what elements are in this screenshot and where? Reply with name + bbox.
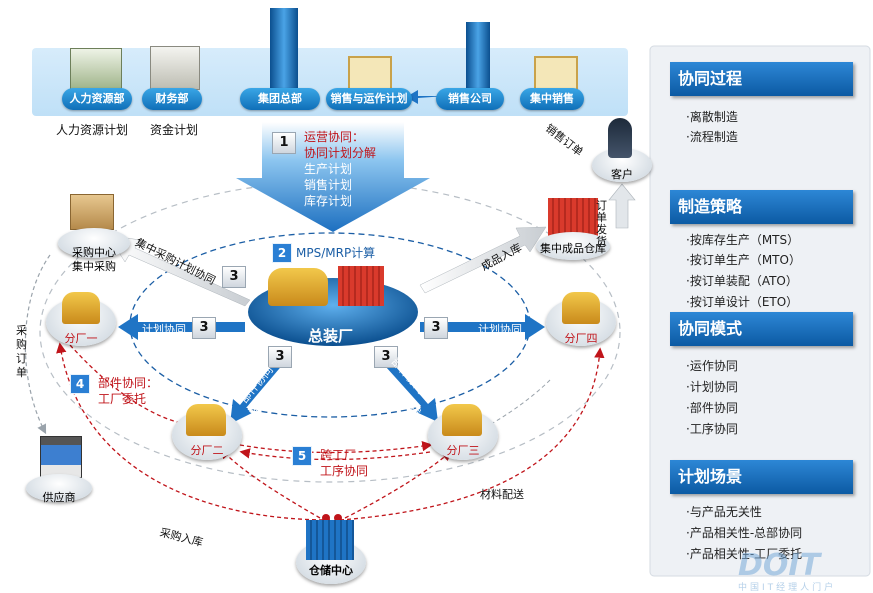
sales-company-pill: 销售公司 <box>436 88 504 110</box>
parts-collab-line2: 工厂委托 <box>98 392 147 406</box>
right-panel-bg <box>649 45 871 577</box>
storage-container-icon <box>306 520 354 560</box>
finance-dept-pill: 财务部 <box>142 88 202 110</box>
supplier-label: 供应商 <box>42 491 76 504</box>
ops-collab-line2: 协同计划分解 <box>304 146 377 160</box>
panel-item: ·流程制造 <box>686 130 738 144</box>
doit-watermark-logo: DOIT <box>738 548 821 583</box>
material-delivery-label: 材料配送 <box>480 488 524 501</box>
container-icon <box>338 266 384 306</box>
panel-heading-scenario: 计划场景 <box>670 460 853 494</box>
purchase-order-path <box>24 254 51 435</box>
parts-arrow-left <box>230 352 290 424</box>
central-sales-pill: 集中销售 <box>520 88 584 110</box>
panel-item: ·部件协同 <box>686 401 738 415</box>
order-delivery-arrow <box>608 183 636 229</box>
purchase-center-node <box>58 228 130 258</box>
fund-plan-label: 资金计划 <box>150 123 199 137</box>
hr-dept-pill: 人力资源部 <box>62 88 132 110</box>
production-plan-label: 生产计划 <box>304 162 353 176</box>
panel-item: ·按订单生产（MTO） <box>686 253 801 267</box>
supplier-shop-icon <box>40 436 82 478</box>
group-hq-pill: 集团总部 <box>240 88 320 110</box>
outer-ellipse <box>39 181 621 483</box>
panel-item: ·产品相关性-工厂委托 <box>686 547 803 561</box>
hq-tower-icon <box>270 8 298 90</box>
hr-building-icon <box>70 48 122 90</box>
parts-arrow-right <box>377 352 438 422</box>
plan-arrow-left <box>118 314 245 340</box>
sales-ops-plan-pill: 销售与运作计划 <box>326 88 412 110</box>
customer-label: 客户 <box>611 168 633 181</box>
hr-plan-label: 人力资源计划 <box>56 123 129 137</box>
panel-item: ·按库存生产（MTS） <box>686 233 800 247</box>
step4-badge: 4 <box>70 374 90 394</box>
branch2-icon <box>186 404 226 436</box>
step2-badge: 2 <box>272 243 292 263</box>
step5-badge: 5 <box>292 446 312 466</box>
badge3-parts-right: 3 <box>374 346 398 368</box>
badge3-purchase: 3 <box>222 266 246 288</box>
panel-item: ·按订单设计（ETO） <box>686 295 799 309</box>
badge3-parts-left: 3 <box>268 346 292 368</box>
inventory-plan-label: 库存计划 <box>304 194 353 208</box>
sales-tower-icon <box>466 22 490 90</box>
sales-plan-label: 销售计划 <box>304 178 353 192</box>
panel-item: ·计划协同 <box>686 380 738 394</box>
mps-mrp-label: MPS/MRP计算 <box>296 246 376 260</box>
branch1-label: 分厂一 <box>64 332 98 345</box>
parts-collab-line1: 部件协同： <box>98 376 159 390</box>
panel-item: ·工序协同 <box>686 422 738 436</box>
finance-building-icon <box>150 46 200 90</box>
panel-item: ·按订单装配（ATO） <box>686 274 798 288</box>
finished-warehouse-node <box>536 232 610 260</box>
document-icon <box>348 56 392 94</box>
branch3-label: 分厂三 <box>446 444 480 457</box>
hub-label: 总装厂 <box>308 327 354 345</box>
plan-collab-left-label: 计划协同 <box>142 323 186 336</box>
plan-collab-right-label: 计划协同 <box>478 323 522 336</box>
order-delivery-label: 订单发货 <box>596 199 607 248</box>
panel-item: ·离散制造 <box>686 110 738 124</box>
sales-flow-arrow <box>406 90 446 104</box>
material-delivery-path <box>339 347 605 521</box>
branch4-label: 分厂四 <box>564 332 598 345</box>
panel-item: ·产品相关性-总部协同 <box>686 526 803 540</box>
storage-center-label: 仓储中心 <box>309 564 353 577</box>
finished-warehouse-label: 集中成品仓库 <box>540 242 606 255</box>
panel-item: ·与产品无关性 <box>686 505 762 519</box>
panel-heading-mode: 协同模式 <box>670 312 853 346</box>
step1-badge: 1 <box>272 132 296 154</box>
branch1-icon <box>62 292 100 324</box>
purchase-center-label: 采购中心 <box>72 246 116 259</box>
warehouse-container-icon <box>548 198 598 236</box>
branch4-icon <box>562 292 600 324</box>
badge3-plan-right: 3 <box>424 317 448 339</box>
panel-heading-process: 协同过程 <box>670 62 853 96</box>
customer-person-icon <box>608 118 632 158</box>
panel-heading-strategy: 制造策略 <box>670 190 853 224</box>
doit-watermark-sub: 中国IT经理人门户 <box>738 583 837 593</box>
badge3-plan-left: 3 <box>192 317 216 339</box>
factory-workers-icon <box>268 268 328 306</box>
panel-item: ·运作协同 <box>686 359 738 373</box>
central-purchase-label: 集中采购 <box>72 260 116 273</box>
branch3-icon <box>442 404 482 436</box>
purchase-order-label: 采购订单 <box>16 324 27 379</box>
process-collab-line2: 工序协同 <box>320 464 369 478</box>
branch2-label: 分厂二 <box>190 444 224 457</box>
supplier-node <box>26 474 92 502</box>
ops-collab-line1: 运营协同： <box>304 130 365 144</box>
plan-arrow-right <box>420 314 545 340</box>
purchase-box-icon <box>70 194 114 230</box>
process-collab-line1: 跨工厂 <box>320 448 357 462</box>
